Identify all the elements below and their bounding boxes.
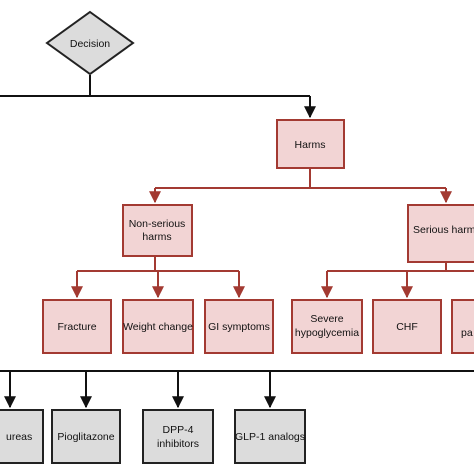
decision-connectors	[0, 75, 316, 119]
fracture-box	[42, 299, 112, 354]
pioglitazone-node: Pioglitazone	[51, 409, 121, 464]
decision-diamond	[45, 10, 135, 76]
severe-hypoglycemia-label-line1: Severe	[310, 313, 343, 325]
non-serious-harms-label-line1: Non-serious	[129, 218, 186, 230]
severe-hypoglycemia-node: Severe hypoglycemia	[291, 299, 363, 354]
sulfonylureas-box	[0, 409, 44, 464]
sulfonylureas-node: ureas	[0, 409, 44, 464]
gi-symptoms-node: GI symptoms	[204, 299, 274, 354]
chf-node: CHF	[372, 299, 442, 354]
harms-node: Harms	[276, 119, 345, 169]
gi-symptoms-label: GI symptoms	[208, 321, 270, 333]
dpp4-inhibitors-label-line2: inhibitors	[157, 438, 199, 450]
glp1-analogs-node: GLP-1 analogs	[234, 409, 306, 464]
severe-hypoglycemia-label-line2: hypoglycemia	[295, 327, 359, 339]
partial-right-node: pa	[451, 299, 474, 354]
partial-right-label: pa	[461, 327, 473, 339]
harms-connectors	[71, 168, 474, 299]
treatment-connectors	[0, 370, 474, 409]
chf-label: CHF	[396, 321, 418, 333]
partial-right-box	[451, 299, 474, 354]
harms-label: Harms	[295, 139, 326, 151]
glp1-analogs-label: GLP-1 analogs	[235, 431, 305, 443]
pioglitazone-label: Pioglitazone	[57, 431, 114, 443]
dpp4-inhibitors-node: DPP-4 inhibitors	[142, 409, 214, 464]
chf-box	[372, 299, 442, 354]
dpp4-inhibitors-label-line1: DPP-4	[163, 424, 194, 436]
weight-change-node: Weight change	[122, 299, 194, 354]
glp1-analogs-box	[234, 409, 306, 464]
fracture-label: Fracture	[57, 321, 96, 333]
serious-harms-label: Serious harms	[413, 224, 474, 236]
severe-hypoglycemia-box	[291, 299, 363, 354]
weight-change-box	[122, 299, 194, 354]
harms-box	[276, 119, 345, 169]
sulfonylureas-label: ureas	[6, 431, 32, 443]
non-serious-harms-box	[122, 204, 193, 257]
gi-symptoms-box	[204, 299, 274, 354]
serious-harms-node: Serious harms	[407, 204, 474, 263]
non-serious-harms-label-line2: harms	[142, 231, 171, 243]
serious-harms-box	[407, 204, 474, 263]
non-serious-harms-node: Non-serious harms	[122, 204, 193, 257]
decision-node: Decision	[45, 10, 135, 76]
dpp4-inhibitors-box	[142, 409, 214, 464]
weight-change-label: Weight change	[123, 321, 193, 333]
pioglitazone-box	[51, 409, 121, 464]
fracture-node: Fracture	[42, 299, 112, 354]
decision-label: Decision	[70, 38, 110, 50]
